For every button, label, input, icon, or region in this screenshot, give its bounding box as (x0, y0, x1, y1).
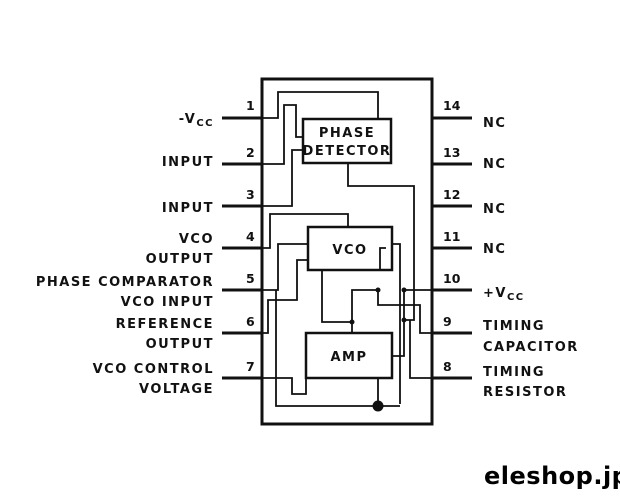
ic-package (260, 77, 434, 426)
pin-1-label: -VCC (179, 112, 214, 129)
junction-dot (372, 400, 384, 412)
pin-2-label: INPUT (162, 155, 214, 170)
pin-13-label: NC (483, 157, 506, 172)
pin-8-label-line1: TIMING (483, 365, 545, 380)
pin-number-7: 7 (246, 359, 255, 374)
junction-dots (349, 287, 407, 412)
junction-dot (375, 287, 381, 293)
phase-detector-label-line2: DETECTOR (303, 144, 392, 159)
wire-pin6 (262, 259, 308, 334)
pin-7-label-line2: VOLTAGE (139, 382, 214, 397)
pin-3-label: INPUT (162, 201, 214, 216)
junction-dot (349, 319, 355, 325)
amp-block (304, 331, 394, 380)
right-pin-leads (432, 116, 472, 380)
wire-vco-bus (321, 270, 432, 334)
wire-pin1-supply (262, 91, 379, 119)
pin-14-label: NC (483, 116, 506, 131)
left-pin-leads (222, 116, 262, 380)
wire-amp-out (392, 289, 432, 357)
pin-number-8: 8 (443, 359, 452, 374)
amp-block-label: AMP (330, 350, 367, 365)
wire-pin3-pd (262, 149, 303, 207)
pin-number-1: 1 (246, 98, 255, 113)
pin-5-label-line1: PHASE COMPARATOR (36, 275, 214, 290)
watermark: eleshop.jp (484, 462, 620, 490)
wire-pin7 (262, 377, 307, 395)
wire-ground-bus (275, 290, 400, 407)
junction-dot (401, 287, 407, 293)
internal-wiring (262, 91, 432, 407)
pin-12-label: NC (483, 202, 506, 217)
pin-number-6: 6 (246, 314, 255, 329)
pin-number-9: 9 (443, 314, 452, 329)
phase-detector-block (301, 117, 393, 165)
junction-dot (401, 317, 407, 323)
wire-vco-out (262, 213, 349, 249)
vco-block (306, 225, 394, 272)
pin-number-4: 4 (246, 229, 255, 244)
pin-7-label-line1: VCO CONTROL (93, 362, 214, 377)
wire-pin5 (262, 243, 308, 291)
wire-vco-right (392, 243, 401, 404)
pin-6-label-line2: OUTPUT (146, 337, 214, 352)
wire-pin2-pd (262, 104, 303, 165)
pin-number-10: 10 (443, 271, 461, 286)
pin-number-11: 11 (443, 229, 460, 244)
pin-4-label-line1: VCO (179, 232, 214, 247)
pin-8-label-line2: RESISTOR (483, 385, 567, 400)
pin-number-3: 3 (246, 187, 255, 202)
wire-pin8 (409, 320, 432, 379)
pin-5-label-line2: VCO INPUT (121, 295, 214, 310)
vco-block-label: VCO (332, 243, 367, 258)
pin-number-5: 5 (246, 271, 255, 286)
pin-11-label: NC (483, 242, 506, 257)
pin-number-2: 2 (246, 145, 255, 160)
pin-number-13: 13 (443, 145, 460, 160)
phase-detector-label-line1: PHASE (319, 126, 375, 141)
pin-9-label-line2: CAPACITOR (483, 340, 579, 355)
wire-timing-res (379, 247, 386, 270)
pin-number-14: 14 (443, 98, 461, 113)
pin-10-label: +VCC (483, 286, 525, 303)
pin-number-12: 12 (443, 187, 460, 202)
pin-4-label-line2: OUTPUT (146, 252, 214, 267)
pin-9-label-line1: TIMING (483, 319, 545, 334)
pin-6-label-line1: REFERENCE (116, 317, 214, 332)
